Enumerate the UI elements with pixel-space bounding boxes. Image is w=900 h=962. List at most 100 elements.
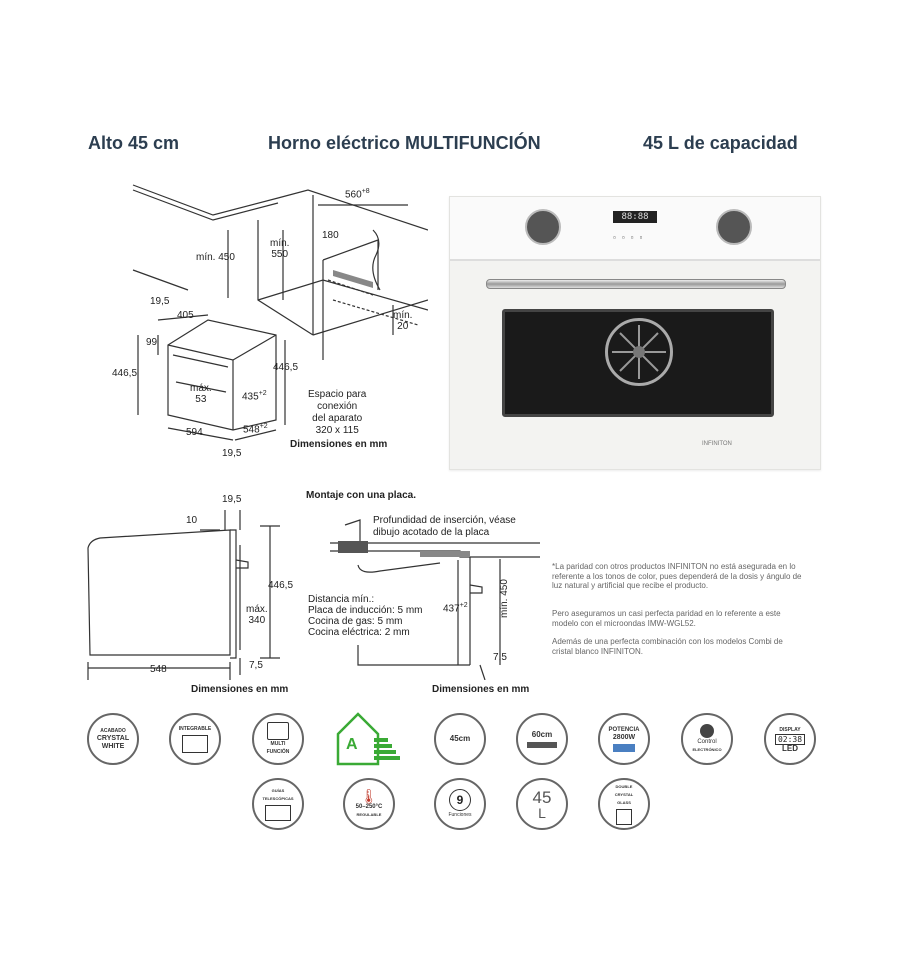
mount-title: Montaje con una placa. [306,490,417,501]
left-knob [525,209,561,245]
crystal-white-line1: CRYSTAL [96,735,130,742]
dim-19-5-top: 19,5 [150,296,170,307]
oven-window [502,309,774,417]
power-icon: POTENCIA 2800W [598,713,650,765]
oven-mini-icon [267,722,289,740]
capacity-45l-icon: 45 L [516,778,568,830]
display-line2: LED [782,743,798,753]
energy-house-icon [336,712,400,766]
capacity-number: 45 [532,787,552,807]
glass-line1: DOUBLE [615,784,633,789]
dim-548: 548+2 [243,423,268,436]
oven-display: 88:88 [613,211,657,223]
dim-435: 435+2 [242,390,267,403]
side-section-left [80,490,300,690]
dim-594: 594 [186,427,203,438]
dim-446-5-right: 446,5 [273,362,299,373]
multi-line1: MULTI [270,741,286,747]
dim-437: 437+2 [443,602,468,615]
dim-min-20: mín.20 [393,310,413,332]
dim-7-5-right: 7,5 [493,652,507,663]
note-color-parity: *La paridad con otros productos INFINITO… [552,562,802,590]
dim-min-450: mín. 450 [196,252,235,263]
multi-line2: FUNCIÓN [266,749,290,755]
control-line1: Control [697,739,717,745]
temp-small: REGULABLE [356,812,382,817]
oven-photo: 88:88 ▫▫▫▫ INFINITON [449,196,821,470]
guides-rack-icon [265,805,291,821]
energy-class-icon: A [334,710,406,766]
units-top: Dimensiones en mm [290,439,388,450]
dim-max-53: máx.53 [190,383,212,405]
header-height: Alto 45 cm [88,133,180,153]
width-60-icon: 60cm [516,713,568,765]
touch-buttons-icon: ▫▫▫▫ [613,233,649,242]
fan-blades-icon [612,325,666,379]
height-label: 45cm [449,734,471,743]
side-section-right-drawing [330,519,540,681]
dim-10: 10 [186,515,198,526]
glass-pane-icon [616,809,632,825]
integrable-box-icon [182,735,208,753]
power-line2: 2800W [612,734,636,741]
control-panel [450,197,820,261]
dim-min-550: mín.550 [270,238,290,260]
installation-diagram-drawing [132,184,429,441]
glass-line3: GLASS [617,800,631,805]
note-combi-match: Además de una perfecta combinación con l… [552,637,783,656]
header-capacity: 45 L de capacidad [643,133,798,153]
units-right: Dimensiones en mm [432,684,530,695]
insertion-depth-label: Profundidad de inserción, véase dibujo a… [373,515,516,538]
dim-19-5-side: 19,5 [222,494,242,505]
functions-number: 9 [449,789,471,811]
note-microwave-match: Pero aseguramos un casi perfecta paridad… [552,609,781,628]
height-45-icon: 45cm [434,713,486,765]
width-bar-icon [527,741,557,748]
thermometer-icon: 🌡 [360,788,378,804]
temperature-icon: 🌡 50–250°C REGULABLE [343,778,395,830]
functions-label: Funciones [448,812,472,818]
power-wave-icon [613,744,635,752]
control-line2: ELECTRÓNICO [692,747,722,752]
side-section-left-drawing [87,510,280,680]
units-left: Dimensiones en mm [191,684,289,695]
dim-max-340: máx.340 [246,604,268,626]
double-glass-icon: DOUBLE CRYSTAL GLASS [598,778,650,830]
dim-180: 180 [322,230,339,241]
temp-range: 50–250°C [355,804,383,810]
dim-548-side: 548 [150,664,167,675]
door-handle [486,279,786,289]
electronic-control-icon: Control ELECTRÓNICO [681,713,733,765]
integrable-label: INTEGRABLE [178,726,212,732]
crystal-white-line2: WHITE [101,743,125,750]
glass-line2: CRYSTAL [614,792,634,797]
integrable-icon: INTEGRABLE [169,713,221,765]
power-line1: POTENCIA [608,727,640,733]
dim-19-5-bottom: 19,5 [222,448,242,459]
dim-405: 405 [177,310,194,321]
fan-icon [605,318,673,386]
dim-7-5-left: 7,5 [249,660,263,671]
capacity-unit: L [538,804,546,821]
crystal-white-small: ACABADO [100,728,126,734]
header-title: Horno eléctrico MULTIFUNCIÓN [268,133,541,153]
width-label: 60cm [531,729,553,739]
dim-99: 99 [146,337,158,348]
dim-560: 560+8 [345,188,370,201]
right-knob [716,209,752,245]
telescopic-guides-icon: GUÍAS TELESCÓPICAS [252,778,304,830]
guides-line1: GUÍAS [271,788,285,793]
dim-446-5-left: 446,5 [112,368,138,379]
energy-class-letter: A [346,736,358,753]
dim-446-5-side: 446,5 [268,580,294,591]
guides-line2: TELESCÓPICAS [262,796,294,801]
control-knob-icon [700,724,714,738]
min-distance-label: Distancia mín.: Placa de inducción: 5 mm… [308,594,423,638]
display-line1: DISPLAY [779,726,801,733]
multifunction-icon: MULTI FUNCIÓN [252,713,304,765]
side-section-right [320,505,550,681]
nine-functions-icon: 9 Funciones [434,778,486,830]
dim-min-450-vertical: mín. 450 [499,579,510,618]
display-time: 02:38 [774,733,806,745]
installation-diagram [128,160,429,460]
